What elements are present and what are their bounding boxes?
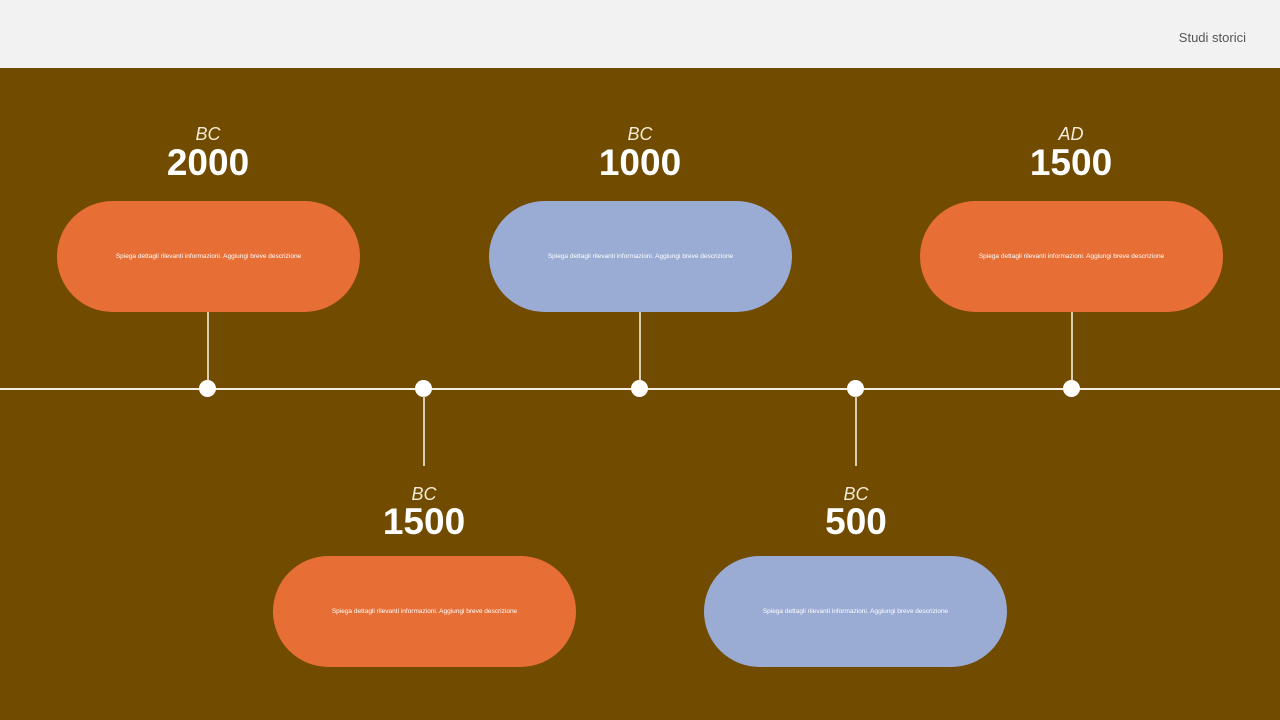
event-marker-4 xyxy=(847,380,864,397)
event-marker-1 xyxy=(199,380,216,397)
event-era-5: AD xyxy=(1058,124,1084,144)
event-era-4: BC xyxy=(843,484,869,504)
event-connector-2 xyxy=(423,396,425,466)
event-era-3: BC xyxy=(627,124,653,144)
event-card-4: Spiega dettagli rilevanti informazioni. … xyxy=(704,556,1007,667)
event-year-3: 1000 xyxy=(598,142,682,183)
event-description-1: Spiega dettagli rilevanti informazioni. … xyxy=(115,253,302,260)
event-era-2: BC xyxy=(411,484,437,504)
header-title: Studi storici xyxy=(1178,30,1246,45)
event-marker-3 xyxy=(631,380,648,397)
event-marker-5 xyxy=(1063,380,1080,397)
event-description-4: Spiega dettagli rilevanti informazioni. … xyxy=(762,608,949,615)
event-year-2: 1500 xyxy=(382,501,466,542)
event-connector-4 xyxy=(855,396,857,466)
event-card-2: Spiega dettagli rilevanti informazioni. … xyxy=(273,556,576,667)
header-bar: Studi storici xyxy=(0,0,1280,68)
event-description-5: Spiega dettagli rilevanti informazioni. … xyxy=(978,253,1165,260)
event-year-4: 500 xyxy=(825,501,887,542)
event-description-2: Spiega dettagli rilevanti informazioni. … xyxy=(331,608,518,615)
event-year-1: 2000 xyxy=(166,142,250,183)
event-connector-1 xyxy=(207,312,209,382)
event-card-3: Spiega dettagli rilevanti informazioni. … xyxy=(489,201,792,312)
event-description-3: Spiega dettagli rilevanti informazioni. … xyxy=(547,253,734,260)
event-era-1: BC xyxy=(195,124,221,144)
timeline-area: BC 2000 Spiega dettagli rilevanti inform… xyxy=(0,68,1280,720)
event-year-5: 1500 xyxy=(1029,142,1113,183)
event-card-1: Spiega dettagli rilevanti informazioni. … xyxy=(57,201,360,312)
event-marker-2 xyxy=(415,380,432,397)
event-connector-3 xyxy=(639,312,641,382)
event-connector-5 xyxy=(1071,312,1073,382)
event-card-5: Spiega dettagli rilevanti informazioni. … xyxy=(920,201,1223,312)
